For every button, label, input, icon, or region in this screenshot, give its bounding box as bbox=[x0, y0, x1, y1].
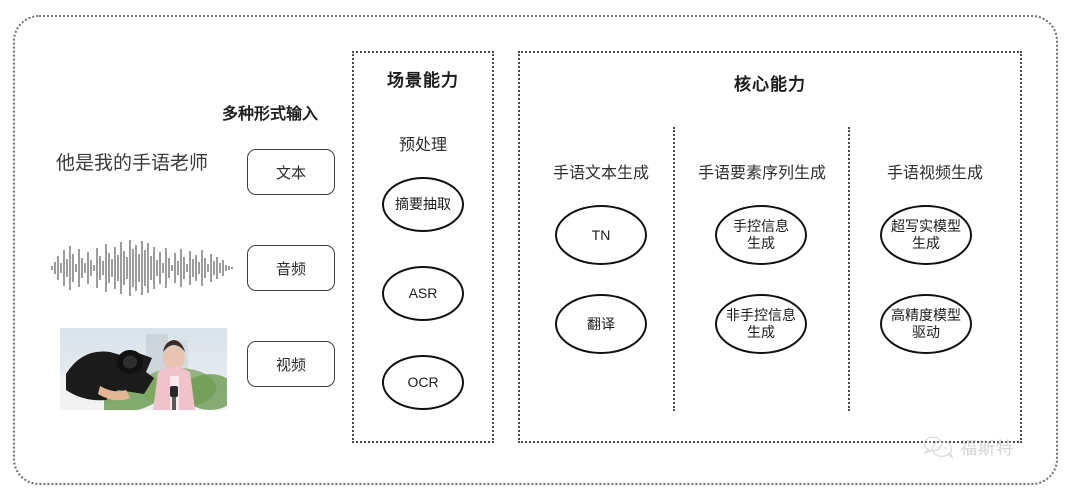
core-divider-1 bbox=[673, 127, 675, 411]
node-hyperrealistic-model-generation[interactable]: 超写实模型生成 bbox=[880, 205, 972, 265]
core-divider-2 bbox=[848, 127, 850, 411]
core-capability-title: 核心能力 bbox=[734, 75, 806, 94]
scene-capability-title: 场景能力 bbox=[387, 71, 459, 90]
input-chip-video[interactable]: 视频 bbox=[247, 341, 335, 387]
node-manual-info-generation-label: 手控信息生成 bbox=[733, 218, 789, 251]
scene-preprocess-label: 预处理 bbox=[398, 137, 447, 154]
node-tn[interactable]: TN bbox=[555, 205, 647, 265]
watermark-text: 福斯特 bbox=[960, 439, 1014, 458]
node-translation-label: 翻译 bbox=[587, 315, 615, 332]
input-chip-video-label: 视频 bbox=[275, 356, 306, 374]
video-thumbnail bbox=[60, 328, 227, 410]
multi-input-label: 多种形式输入 bbox=[221, 106, 318, 123]
core-column-header-element-sequence: 手语要素序列生成 bbox=[697, 165, 826, 182]
node-non-manual-info-generation-label: 非手控信息生成 bbox=[726, 307, 796, 340]
input-chip-audio[interactable]: 音频 bbox=[247, 245, 335, 291]
node-translation[interactable]: 翻译 bbox=[555, 294, 647, 354]
node-high-precision-model-driving[interactable]: 高精度模型驱动 bbox=[880, 294, 972, 354]
node-tn-label: TN bbox=[591, 226, 611, 243]
wechat-bubbles-icon bbox=[923, 436, 954, 459]
node-summary-extraction[interactable]: 摘要抽取 bbox=[382, 177, 464, 232]
node-high-precision-model-driving-label: 高精度模型驱动 bbox=[891, 307, 961, 340]
sample-text: 他是我的手语老师 bbox=[55, 153, 208, 174]
audio-waveform bbox=[51, 240, 233, 296]
node-non-manual-info-generation[interactable]: 非手控信息生成 bbox=[715, 294, 807, 354]
node-asr[interactable]: ASR bbox=[382, 266, 464, 321]
input-chip-text[interactable]: 文本 bbox=[247, 149, 335, 195]
node-summary-extraction-label: 摘要抽取 bbox=[395, 196, 451, 212]
scene-capability-panel bbox=[352, 51, 494, 443]
node-asr-label: ASR bbox=[408, 285, 438, 301]
input-section: 多种形式输入 他是我的手语老师 bbox=[20, 90, 340, 420]
node-ocr-label: OCR bbox=[407, 374, 439, 390]
watermark: 福斯特 bbox=[922, 434, 1014, 459]
core-capability-panel bbox=[518, 51, 1022, 443]
core-column-header-text-generation: 手语文本生成 bbox=[552, 165, 649, 182]
outer-dotted-frame bbox=[13, 15, 1058, 485]
node-manual-info-generation[interactable]: 手控信息生成 bbox=[715, 205, 807, 265]
node-hyperrealistic-model-generation-label: 超写实模型生成 bbox=[891, 218, 961, 251]
core-column-header-video-generation: 手语视频生成 bbox=[886, 165, 983, 182]
input-chip-audio-label: 音频 bbox=[275, 260, 306, 278]
node-ocr[interactable]: OCR bbox=[382, 355, 464, 410]
input-chip-text-label: 文本 bbox=[275, 164, 306, 182]
